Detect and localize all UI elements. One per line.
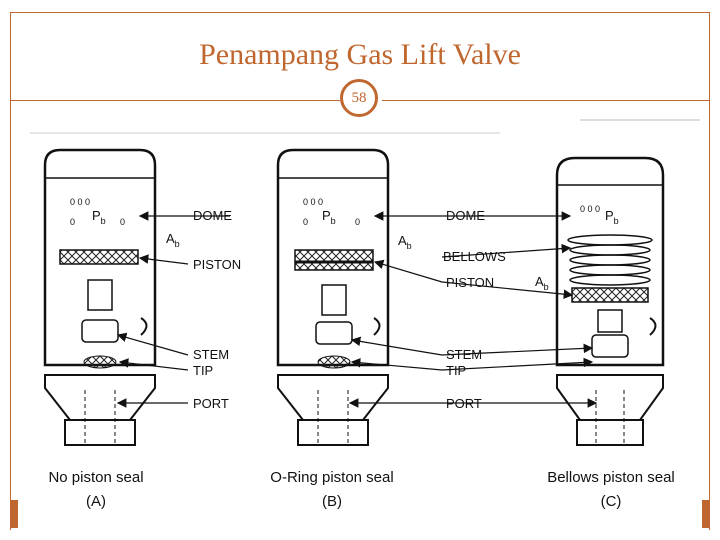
label-tip-a: TIP [193,363,213,378]
slide-frame-top [10,12,710,13]
valve-b: 0 0 0 0 0 [276,148,390,446]
title-rule-right [382,100,710,101]
caption-letter-a: (A) [86,493,106,510]
valve-c: 0 0 0 [555,156,665,446]
label-port-bc: PORT [446,396,482,411]
svg-text:0 0 0: 0 0 0 [303,197,323,207]
svg-text:0: 0 [120,217,125,227]
caption-c: Bellows piston seal [547,469,675,486]
label-bellows: BELLOWS [443,249,506,264]
slide-title: Penampang Gas Lift Valve [199,38,521,71]
corner-accent-right [702,500,710,528]
corner-accent-left [10,500,18,528]
svg-text:0 0 0: 0 0 0 [580,204,600,214]
caption-letter-c: (C) [601,493,622,510]
svg-text:0 0 0: 0 0 0 [70,197,90,207]
pb-label-a: Pb [92,208,106,226]
label-tip-bc: TIP [446,363,466,378]
pb-label-c: Pb [605,208,619,226]
slide-number-badge: 58 [340,79,378,117]
title-rule-left [10,100,340,101]
label-stem-a: STEM [193,347,229,362]
svg-text:0: 0 [355,217,360,227]
caption-b: O-Ring piston seal [270,469,393,486]
svg-text:0: 0 [303,217,308,227]
pb-label-b: Pb [322,208,336,226]
label-piston-bc: PISTON [446,275,494,290]
label-dome-a: DOME [193,208,232,223]
ab-label-a: Ab [166,231,180,249]
slide-frame-right [709,12,710,530]
caption-letter-b: (B) [322,493,342,510]
label-port-a: PORT [193,396,229,411]
label-dome-bc: DOME [446,208,485,223]
label-piston-a: PISTON [193,257,241,272]
ab-label-b: Ab [398,233,412,251]
leader-arrows [116,211,598,408]
slide-frame-left [10,12,11,530]
valve-a: 0 0 0 0 0 [43,148,157,446]
svg-text:0: 0 [70,217,75,227]
caption-a: No piston seal [48,469,143,486]
ab-label-c: Ab [535,274,549,292]
label-stem-bc: STEM [446,347,482,362]
